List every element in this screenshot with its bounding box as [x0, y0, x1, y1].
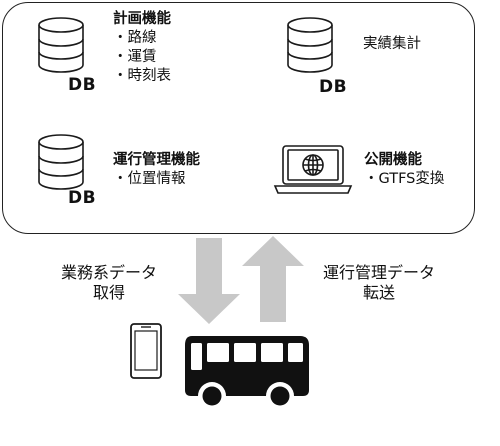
database-icon — [38, 17, 84, 73]
database-icon — [38, 134, 84, 190]
public-title: 公開機能 — [364, 152, 422, 168]
up-arrow-icon — [242, 236, 304, 322]
planning-item-timetable: ・時刻表 — [113, 68, 171, 85]
down-arrow-icon — [178, 238, 240, 324]
planning-title: 計画機能 — [113, 11, 171, 27]
operations-block: 運行管理機能 ・位置情報 — [113, 151, 200, 189]
results-title: 実績集計 — [363, 36, 421, 52]
public-block: 公開機能 ・GTFS変換 — [364, 151, 444, 189]
planning-item-route: ・路線 — [113, 30, 157, 47]
operation-data-line-2: 転送 — [362, 283, 395, 302]
db-label: DB — [68, 188, 97, 208]
operation-data-line-1: 運行管理データ — [322, 263, 435, 282]
smartphone-icon — [130, 323, 162, 379]
public-item-gtfs: ・GTFS変換 — [364, 171, 445, 188]
operation-data-label: 運行管理データ 転送 — [304, 263, 454, 303]
business-data-line-1: 業務系データ — [60, 263, 157, 282]
business-data-label: 業務系データ 取得 — [44, 263, 174, 303]
operations-title: 運行管理機能 — [113, 152, 200, 168]
db-label: DB — [68, 75, 97, 95]
business-data-line-2: 取得 — [92, 283, 125, 302]
planning-block: 計画機能 ・路線 ・運賃 ・時刻表 — [113, 10, 171, 87]
db-label: DB — [319, 77, 348, 97]
system-container — [2, 2, 475, 234]
laptop-globe-icon — [273, 145, 353, 194]
bus-icon — [185, 336, 309, 410]
planning-item-fare: ・運賃 — [113, 49, 157, 66]
operations-item-location: ・位置情報 — [113, 171, 186, 188]
database-icon — [287, 17, 333, 73]
